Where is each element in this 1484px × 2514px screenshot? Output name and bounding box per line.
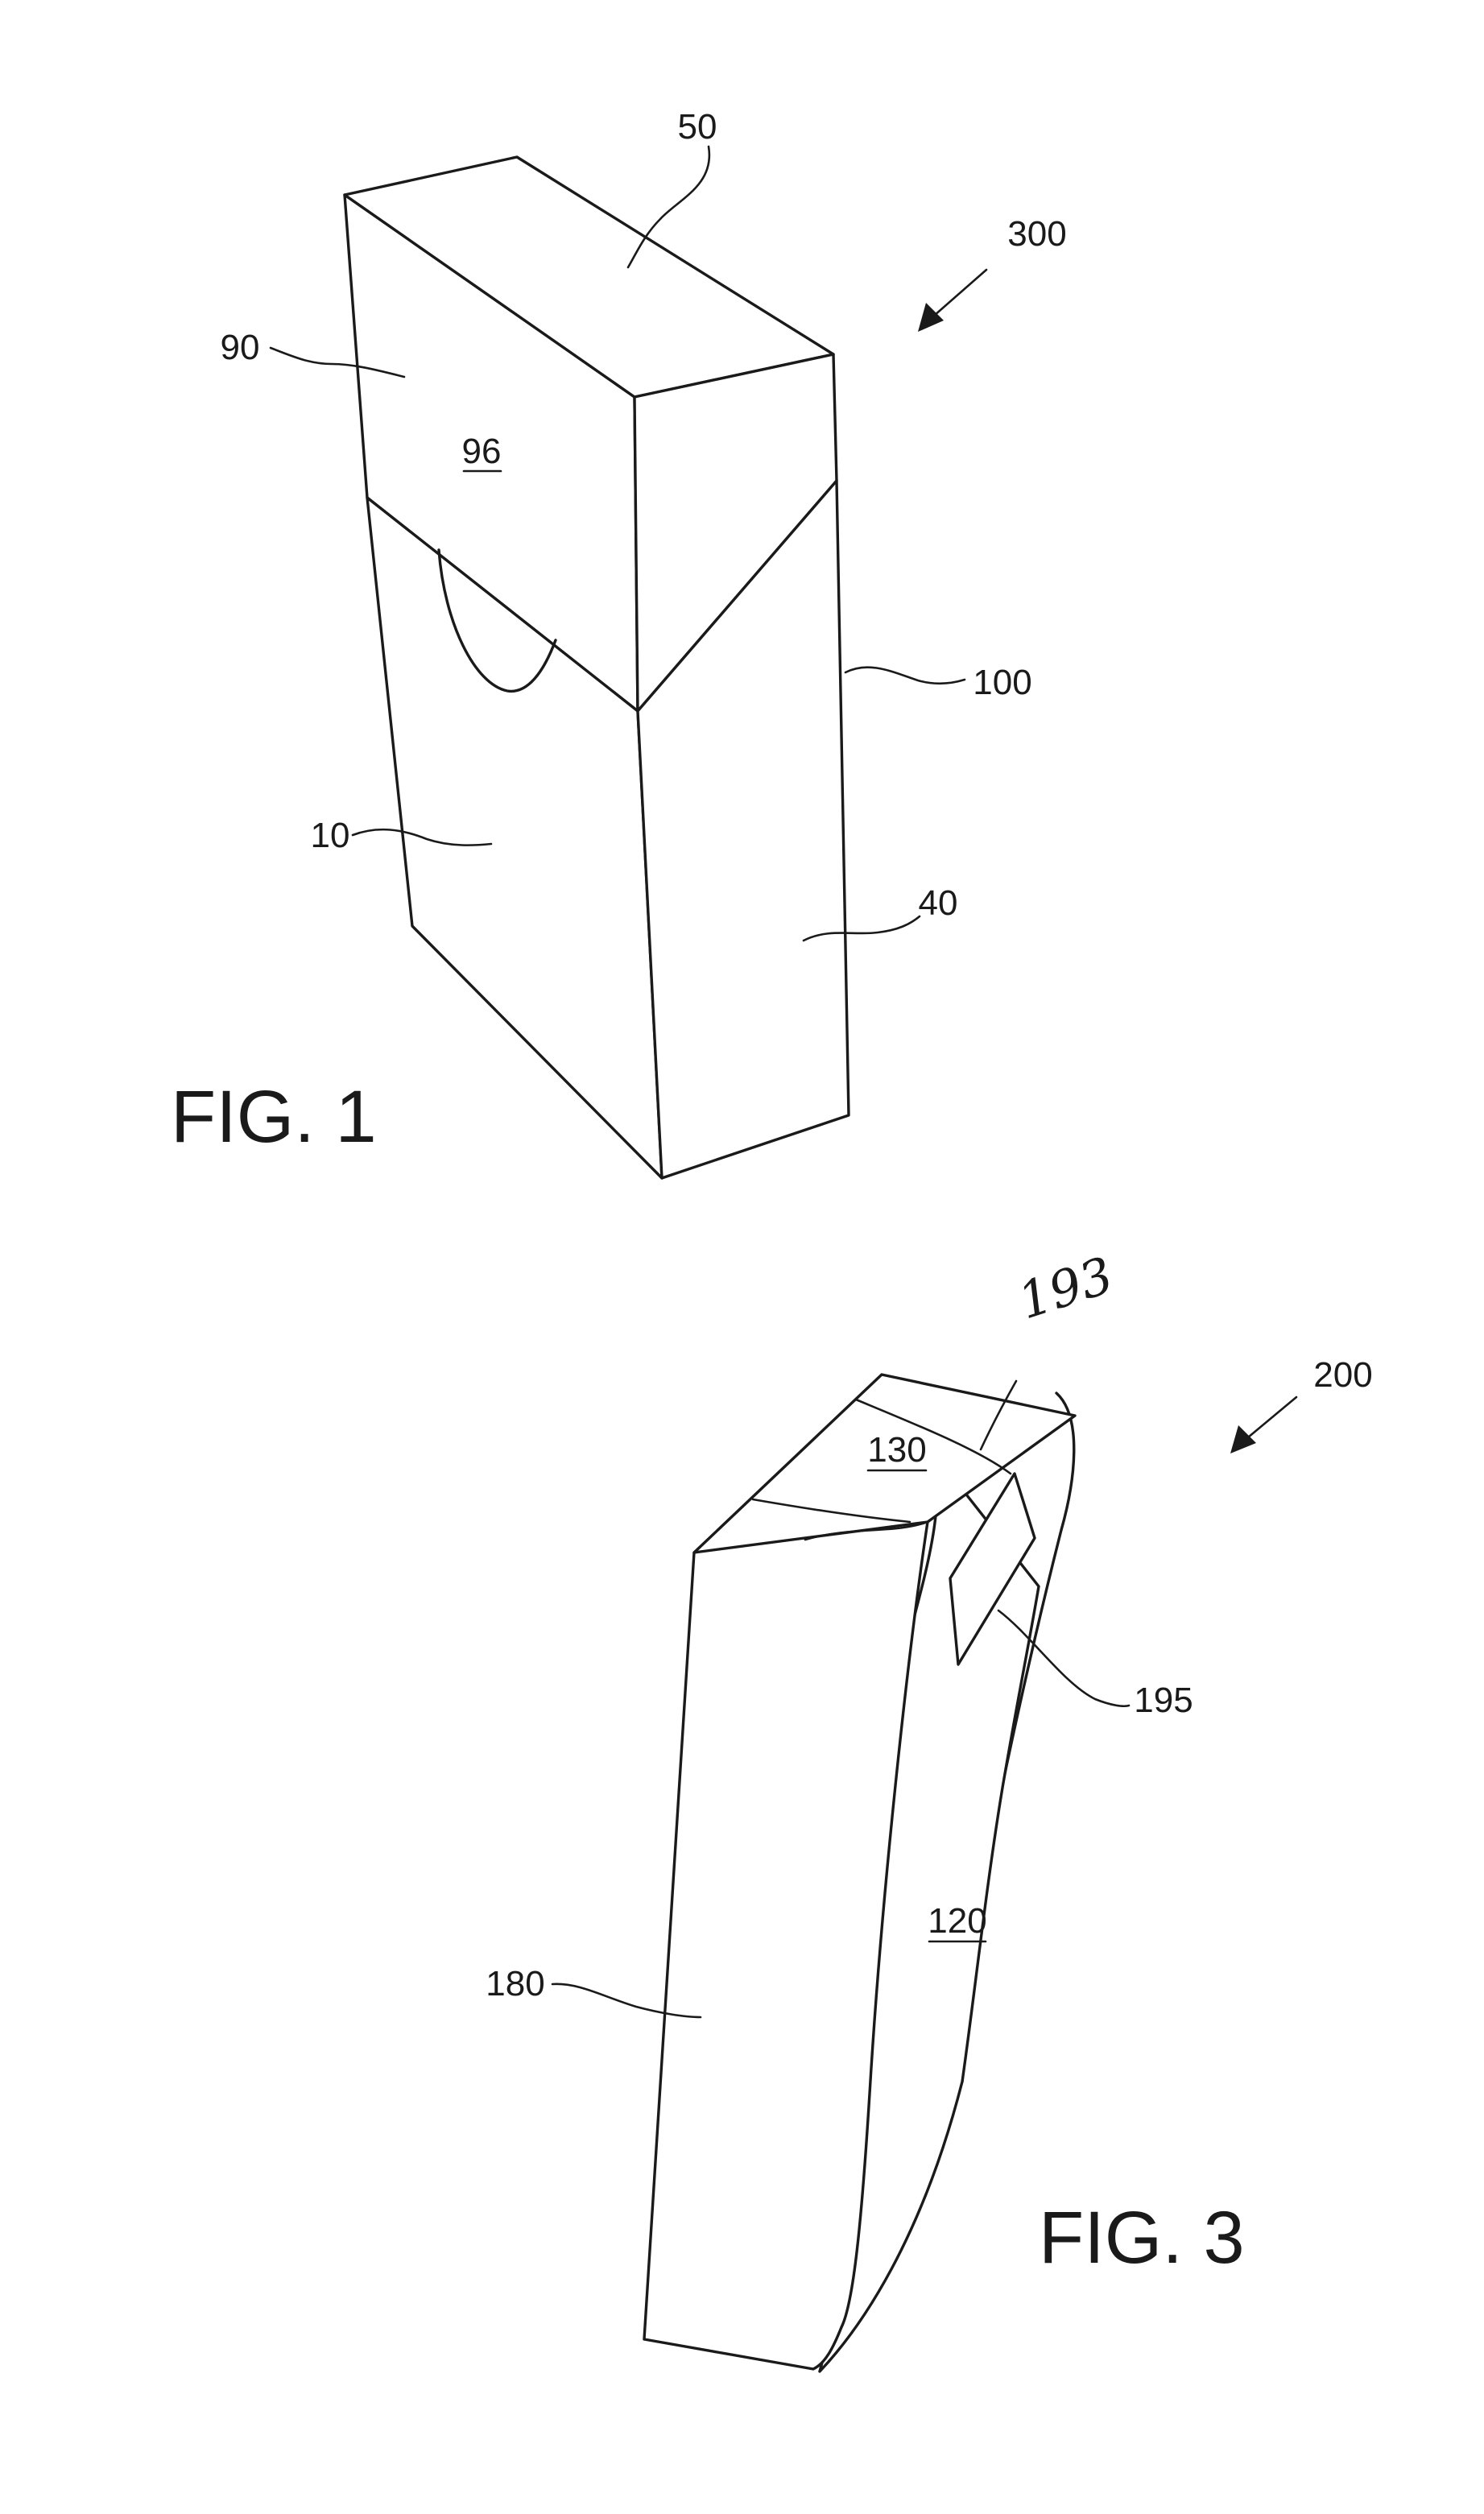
label-130: 130	[867, 1430, 926, 1470]
label-195: 195	[1134, 1681, 1193, 1720]
figure-1: 50 300 90 96 100 10 40 FIG. 1	[171, 107, 1067, 1178]
figure-3: 193 200 130 195 120 180 FIG. 3	[486, 1246, 1372, 2371]
label-100: 100	[973, 663, 1031, 702]
arrow-300-head	[918, 303, 944, 332]
arrow-200-head	[1230, 1425, 1256, 1453]
label-40: 40	[919, 883, 958, 923]
label-96: 96	[462, 432, 502, 471]
label-193: 193	[1011, 1246, 1120, 1331]
label-300: 300	[1007, 214, 1066, 254]
arrow-300-shaft	[934, 270, 986, 316]
label-50: 50	[678, 107, 717, 147]
label-180: 180	[486, 1964, 544, 2003]
label-90: 90	[221, 328, 260, 367]
figure-3-caption: FIG. 3	[1039, 2197, 1245, 2279]
leader-100	[845, 668, 965, 684]
label-120: 120	[928, 1901, 986, 1941]
figure-1-caption: FIG. 1	[171, 1076, 377, 1158]
arrow-200-shaft	[1248, 1397, 1296, 1437]
label-200: 200	[1313, 1355, 1372, 1395]
label-10: 10	[311, 816, 350, 855]
